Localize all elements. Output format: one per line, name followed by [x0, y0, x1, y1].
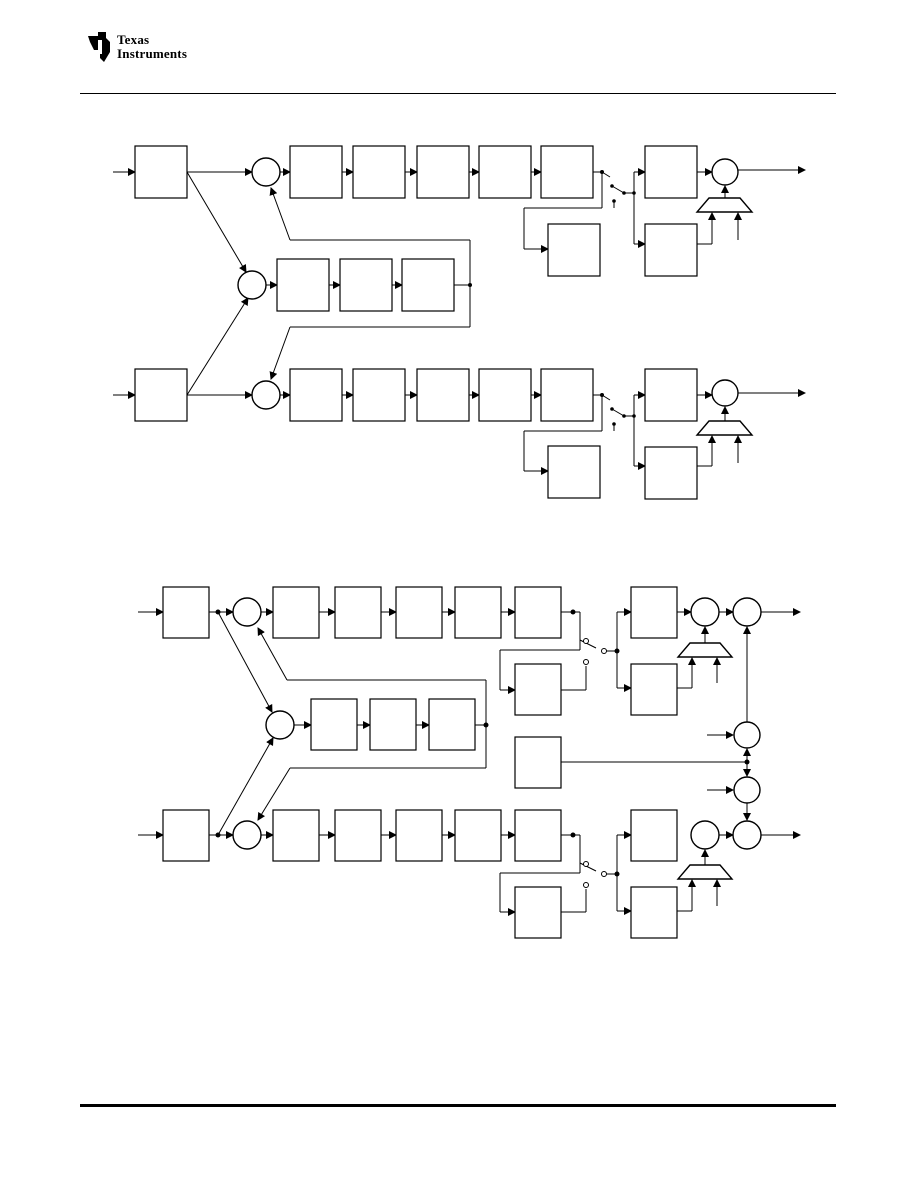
feedback-block-a [514, 663, 562, 716]
feedback-block-b [514, 886, 562, 939]
filter-block-b5 [514, 809, 562, 862]
header-rule [80, 93, 836, 94]
crossfeed-block-3 [401, 258, 455, 312]
gain-block-b [630, 809, 678, 862]
filter-block-a1 [272, 586, 320, 639]
footer-rule [80, 1104, 836, 1107]
filter-block-a2 [334, 586, 382, 639]
summing-node-b [251, 380, 281, 410]
filter-block-b5 [540, 368, 594, 422]
output-sum-a [711, 158, 739, 186]
mux-b [676, 864, 734, 880]
crossfeed-block-1 [310, 698, 358, 751]
filter-block-b1 [272, 809, 320, 862]
output-sum-a [690, 597, 720, 627]
final-sum-a [732, 597, 762, 627]
gain-block-b2 [644, 446, 698, 500]
input-block-b [134, 368, 188, 422]
crossfeed-block-1 [276, 258, 330, 312]
gain-block-a [644, 145, 698, 199]
mux-a [676, 642, 734, 658]
feedback-block-b [547, 445, 601, 499]
crossfeed-sum [237, 270, 267, 300]
company-wordmark: Texas Instruments [117, 33, 187, 61]
feedback-block-a [547, 223, 601, 277]
filter-block-b4 [454, 809, 502, 862]
filter-block-b3 [395, 809, 443, 862]
gain-block-a2 [630, 663, 678, 716]
summing-node-a [232, 597, 262, 627]
control-sum-bottom [733, 776, 761, 804]
filter-block-a3 [395, 586, 443, 639]
crossfeed-block-2 [369, 698, 417, 751]
filter-block-a4 [478, 145, 532, 199]
ti-logo-icon [88, 32, 110, 62]
filter-block-a5 [514, 586, 562, 639]
filter-block-a2 [352, 145, 406, 199]
gain-block-a [630, 586, 678, 639]
filter-block-a4 [454, 586, 502, 639]
filter-block-a5 [540, 145, 594, 199]
block-diagram-bottom [138, 586, 801, 939]
input-block-b [162, 809, 210, 862]
company-line2: Instruments [117, 46, 188, 61]
mux-b [695, 420, 754, 436]
crossfeed-block-3 [428, 698, 476, 751]
output-sum-b [690, 820, 720, 850]
crossfeed-sum [265, 710, 295, 740]
filter-block-a3 [416, 145, 470, 199]
filter-block-b1 [289, 368, 343, 422]
filter-block-b2 [334, 809, 382, 862]
summing-node-a [251, 157, 281, 187]
gain-block-b2 [630, 886, 678, 939]
control-sum-top [733, 721, 761, 749]
output-sum-b [711, 379, 739, 407]
block-diagram-top [113, 145, 806, 500]
filter-block-a1 [289, 145, 343, 199]
summing-node-b [232, 820, 262, 850]
filter-block-b4 [478, 368, 532, 422]
filter-block-b2 [352, 368, 406, 422]
level-block [514, 736, 562, 789]
mux-a [695, 197, 754, 213]
gain-block-a2 [644, 223, 698, 277]
gain-block-b [644, 368, 698, 422]
crossfeed-block-2 [339, 258, 393, 312]
input-block-a [162, 586, 210, 639]
input-block-a [134, 145, 188, 199]
final-sum-b [732, 820, 762, 850]
filter-block-b3 [416, 368, 470, 422]
company-line1: Texas [117, 32, 150, 47]
